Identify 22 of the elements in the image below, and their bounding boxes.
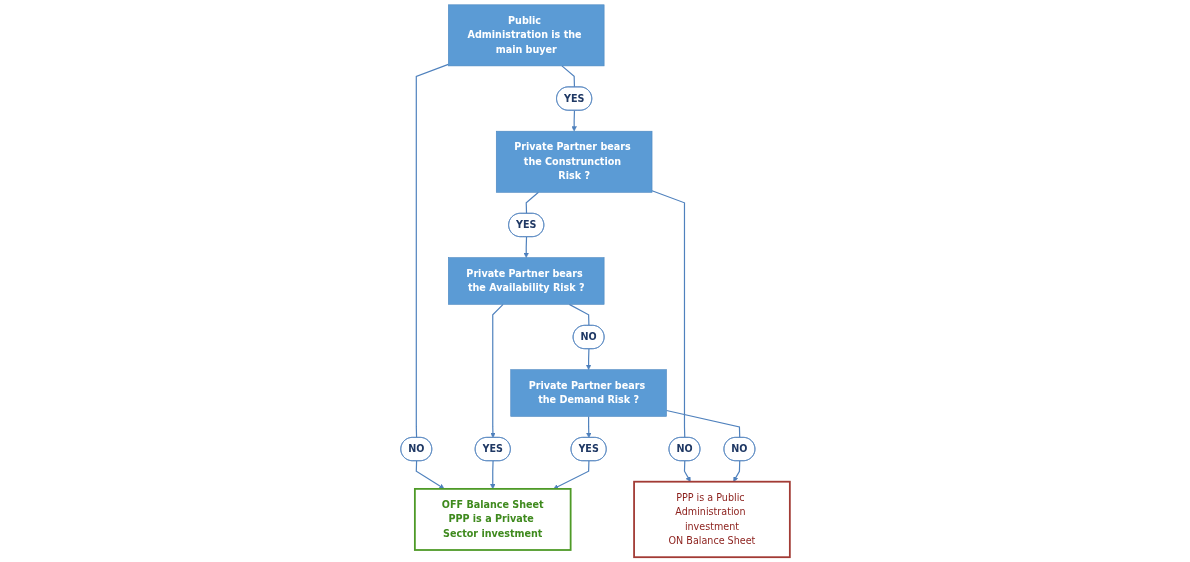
arrow (585, 348, 591, 370)
arrow (552, 460, 590, 490)
connector (415, 63, 449, 439)
node-box: PPP is a Public Administration investment ON Balance Sheet (632, 480, 791, 559)
node-box: Public Administration is the main buyer (447, 4, 605, 67)
connector (665, 409, 740, 439)
arrow (683, 460, 691, 482)
arrow (523, 236, 529, 258)
arrow (571, 109, 577, 132)
arrow (415, 460, 445, 490)
node-box: Private Partner bears the Construnction Risk ? (495, 130, 652, 193)
arrow (732, 460, 740, 482)
connector (561, 65, 575, 88)
arrow (489, 460, 496, 490)
arrow (489, 303, 504, 438)
node-box: Private Partner bears the Availability Risk ? (447, 257, 605, 305)
node-box: Private Partner bears the Demand Risk ? (510, 369, 667, 417)
arrow (585, 415, 592, 438)
node-box: OFF Balance Sheet PPP is a Private Sector investment (413, 488, 572, 551)
connector (651, 190, 686, 439)
connector (568, 303, 590, 327)
connector (525, 191, 539, 215)
